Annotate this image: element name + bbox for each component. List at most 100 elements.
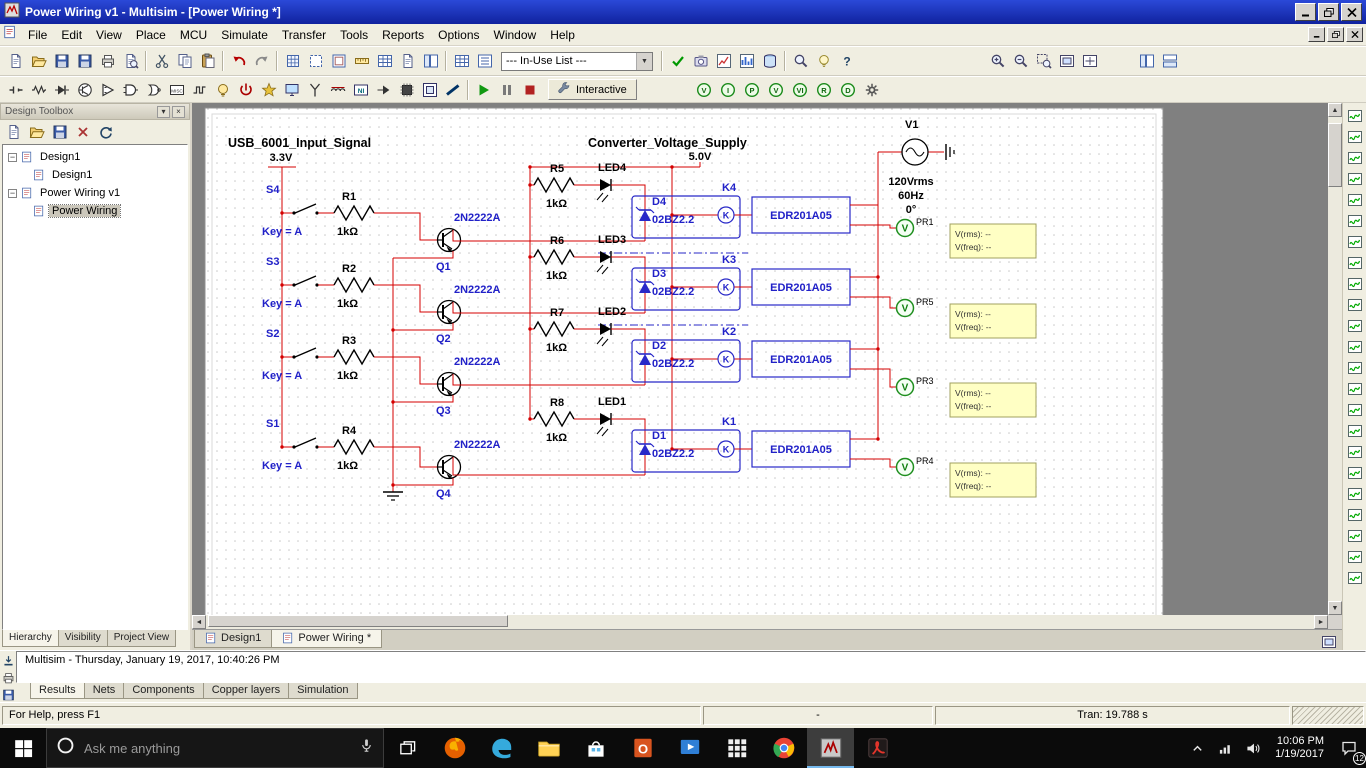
bode-plotter-button[interactable]	[1344, 210, 1366, 231]
copy-button[interactable]	[173, 50, 196, 72]
tektronix-oscilloscope-button[interactable]	[1344, 462, 1366, 483]
panel-close-button[interactable]: ×	[172, 106, 185, 118]
taskbar-app-file-explorer[interactable]	[525, 728, 572, 768]
horizontal-scroll-track[interactable]	[206, 615, 1314, 629]
zoom-area-button[interactable]	[1032, 50, 1055, 72]
spreadsheet-results[interactable]: Multisim - Thursday, January 19, 2017, 1…	[16, 651, 1366, 683]
print-log-button[interactable]	[1, 670, 16, 685]
menu-simulate[interactable]: Simulate	[214, 26, 275, 44]
place-misc-digital-button[interactable]: MISC	[165, 79, 188, 101]
zoom-full-button[interactable]	[1078, 50, 1101, 72]
save-button[interactable]	[50, 50, 73, 72]
agilent-function-generator-button[interactable]	[1344, 399, 1366, 420]
distortion-analyzer-button[interactable]	[1344, 336, 1366, 357]
minimize-button[interactable]	[1295, 3, 1316, 21]
network-icon[interactable]	[1211, 728, 1239, 768]
vertical-scrollbar[interactable]: ▲ ▼	[1328, 103, 1342, 615]
zoom-in-button[interactable]	[986, 50, 1009, 72]
expander-icon[interactable]: −	[8, 189, 17, 198]
agilent-oscilloscope-button[interactable]	[1344, 441, 1366, 462]
scroll-up-button[interactable]: ▲	[1328, 103, 1342, 117]
tab-simulation[interactable]: Simulation	[288, 683, 357, 699]
toggle-grid-button[interactable]	[281, 50, 304, 72]
zoom-out-button[interactable]	[1009, 50, 1032, 72]
schematic-canvas[interactable]: USB_6001_Input_SignalConverter_Voltage_S…	[192, 103, 1328, 615]
menu-options[interactable]: Options	[431, 26, 486, 44]
doc-close-button[interactable]	[1346, 27, 1363, 42]
hidden-icons-chevron[interactable]	[1183, 728, 1211, 768]
place-diode-button[interactable]	[50, 79, 73, 101]
place-transistor-button[interactable]	[73, 79, 96, 101]
tab-hierarchy[interactable]: Hierarchy	[2, 630, 59, 647]
differential-probe-button[interactable]: V	[765, 79, 788, 101]
place-mixed-button[interactable]	[188, 79, 211, 101]
scroll-right-button[interactable]: ►	[1314, 615, 1328, 629]
menu-window[interactable]: Window	[487, 26, 544, 44]
menu-edit[interactable]: Edit	[54, 26, 89, 44]
place-source-button[interactable]	[4, 79, 27, 101]
print-button[interactable]	[96, 50, 119, 72]
tree-root-power-wiring-v1[interactable]: −Power Wiring v1	[3, 184, 187, 202]
export-log-button[interactable]	[1, 653, 16, 668]
erc-button[interactable]	[666, 50, 689, 72]
place-hierarchical-button[interactable]	[418, 79, 441, 101]
tree-item-design1[interactable]: Design1	[3, 166, 187, 184]
save-design-button[interactable]	[48, 121, 71, 143]
digital-probe-button[interactable]: D	[837, 79, 860, 101]
word-generator-button[interactable]	[1344, 252, 1366, 273]
new-design-button[interactable]	[2, 121, 25, 143]
search-box[interactable]	[46, 728, 384, 768]
hierarchy-view-button[interactable]	[419, 50, 442, 72]
new-button[interactable]	[4, 50, 27, 72]
combo-dropdown-icon[interactable]: ▼	[636, 53, 652, 70]
start-button[interactable]	[0, 728, 46, 768]
pause-button[interactable]	[495, 79, 518, 101]
print-preview-button[interactable]	[119, 50, 142, 72]
restore-button[interactable]	[1318, 3, 1339, 21]
document-system-icon[interactable]	[3, 25, 17, 44]
horizontal-scrollbar[interactable]: ◄ ►	[192, 615, 1328, 629]
clock[interactable]: 10:06 PM 1/19/2017	[1267, 728, 1332, 768]
description-box-button[interactable]	[396, 50, 419, 72]
vertical-scroll-thumb[interactable]	[1328, 123, 1342, 187]
panel-pin-button[interactable]: ▾	[157, 106, 170, 118]
power-probe-button[interactable]: P	[741, 79, 764, 101]
menu-place[interactable]: Place	[129, 26, 173, 44]
close-design-button[interactable]	[71, 121, 94, 143]
network-analyzer-button[interactable]	[1344, 378, 1366, 399]
action-center-icon[interactable]: 12	[1332, 728, 1366, 768]
preset-probe-button[interactable]	[1344, 567, 1366, 588]
search-input[interactable]	[84, 741, 350, 756]
place-ni-button[interactable]: NI	[349, 79, 372, 101]
tab-power-wiring[interactable]: Power Wiring *	[271, 630, 382, 648]
four-channel-oscilloscope-button[interactable]	[1344, 189, 1366, 210]
tab-project-view[interactable]: Project View	[107, 630, 176, 647]
current-probe-button[interactable]: I	[717, 79, 740, 101]
taskbar-app-microsoft-store[interactable]	[572, 728, 619, 768]
taskbar-app-multisim[interactable]	[807, 728, 854, 768]
toggle-spreadsheet-view-button[interactable]	[1158, 50, 1181, 72]
menu-mcu[interactable]: MCU	[173, 26, 214, 44]
toggle-page-bounds-button[interactable]	[304, 50, 327, 72]
tab-design1[interactable]: Design1	[194, 630, 272, 648]
frequency-counter-button[interactable]	[1344, 231, 1366, 252]
place-mcu-button[interactable]	[395, 79, 418, 101]
current-clamp-button[interactable]	[1344, 525, 1366, 546]
microphone-icon[interactable]	[359, 738, 374, 758]
horizontal-scroll-thumb[interactable]	[208, 615, 508, 627]
tab-results[interactable]: Results	[30, 683, 85, 699]
task-view-button[interactable]	[384, 728, 431, 768]
zoom-fit-button[interactable]	[1055, 50, 1078, 72]
grapher-button[interactable]	[712, 50, 735, 72]
expander-icon[interactable]: −	[8, 153, 17, 162]
oscilloscope-button[interactable]	[1344, 168, 1366, 189]
taskbar-app-movies-tv[interactable]	[666, 728, 713, 768]
logic-converter-button[interactable]	[1344, 273, 1366, 294]
menu-transfer[interactable]: Transfer	[275, 26, 333, 44]
menu-reports[interactable]: Reports	[375, 26, 431, 44]
resize-grip[interactable]	[1292, 706, 1364, 725]
place-basic-button[interactable]	[27, 79, 50, 101]
voltage-current-probe-button[interactable]: VI	[789, 79, 812, 101]
tab-visibility[interactable]: Visibility	[58, 630, 108, 647]
show-ruler-button[interactable]	[350, 50, 373, 72]
